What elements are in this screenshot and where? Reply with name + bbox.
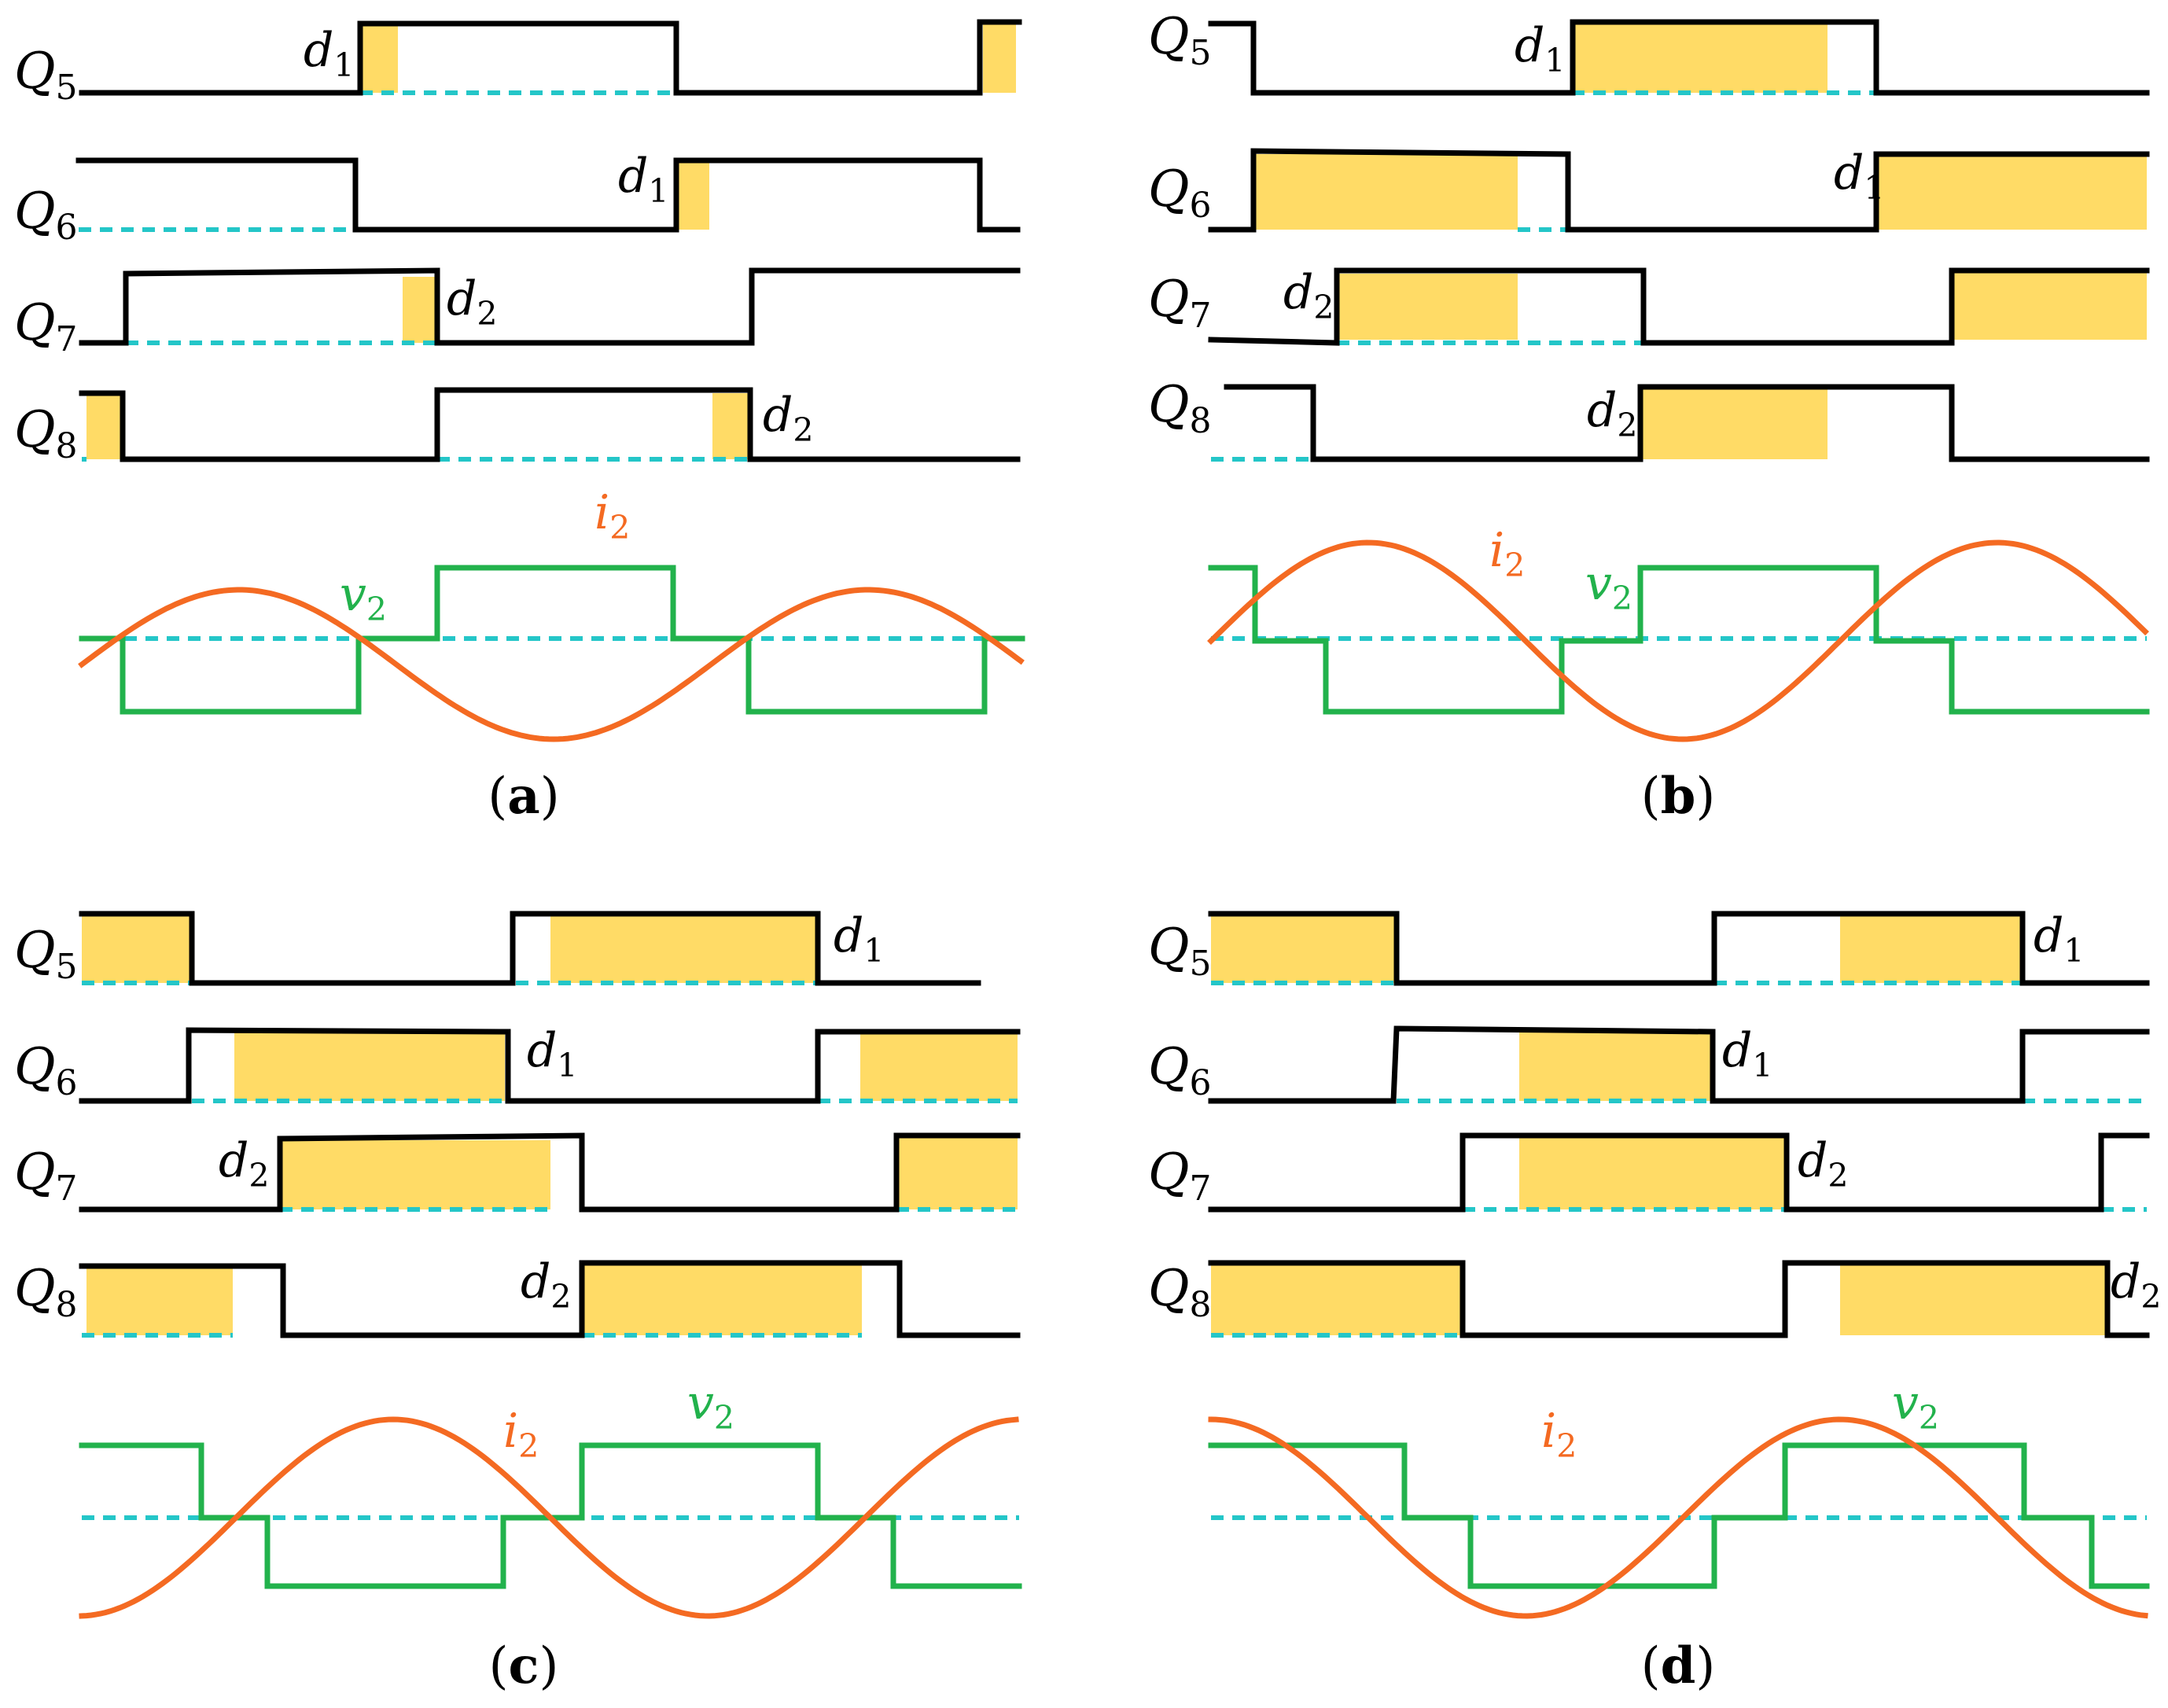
current-c-i2 [79, 1416, 1019, 1619]
gate-b-q8 [1224, 384, 2150, 462]
shade-c-q7-2 [896, 1136, 1018, 1209]
waveform-layer [75, 19, 2150, 1619]
overlap-shading-layer [82, 24, 2147, 1335]
label-v2-c: v2 [687, 1375, 734, 1437]
gate-c-q6 [79, 1027, 1021, 1104]
label-v2-d: v2 [1892, 1375, 1939, 1437]
voltage-c-v2 [79, 1442, 1022, 1589]
label-i2-d: i2 [1541, 1404, 1577, 1465]
label-d2-b-q8: d2 [1587, 383, 1638, 444]
gate-d-q5 [1208, 911, 2150, 986]
gate-b-q6 [1208, 148, 2150, 233]
gate-c-q7 [79, 1132, 1021, 1213]
label-d1-b-q5: d1 [1515, 18, 1566, 79]
panel-caption-d: (d) [1641, 1636, 1716, 1695]
label-d1-c-q5: d1 [834, 908, 885, 970]
label-d2-a-q7: d2 [447, 271, 498, 333]
label-d1-d-q6: d1 [1722, 1023, 1773, 1084]
label-q6: Q6 [1148, 160, 1211, 226]
shade-c-q5-1 [82, 914, 192, 983]
label-q8: Q8 [1148, 1260, 1211, 1325]
label-d2-c-q8: d2 [521, 1254, 572, 1316]
shade-b-q7-1 [1337, 274, 1518, 340]
gate-b-q5 [1208, 19, 2150, 96]
label-q5: Q5 [14, 922, 77, 987]
label-q5: Q5 [1148, 918, 1211, 984]
panel-caption-a: (a) [488, 767, 559, 826]
label-d2-d-q8: d2 [2111, 1254, 2162, 1316]
label-q8: Q8 [14, 401, 77, 466]
current-b-i2 [1207, 539, 2149, 742]
shade-b-q8 [1640, 387, 1828, 459]
shade-a-q7 [403, 277, 436, 343]
panel-caption-b: (b) [1641, 767, 1716, 826]
label-q8: Q8 [1148, 376, 1211, 441]
voltage-b-v2 [1208, 565, 2150, 715]
shade-c-q8-2 [582, 1263, 862, 1335]
zero-reference-layer [79, 90, 2147, 1520]
label-i2-c: i2 [503, 1404, 539, 1465]
label-q6: Q6 [14, 182, 77, 248]
shade-a-q5-2 [983, 24, 1016, 93]
shade-c-q6-1 [234, 1032, 505, 1101]
shade-a-q8-2 [712, 393, 749, 459]
label-q7: Q7 [14, 1143, 77, 1209]
label-q8: Q8 [14, 1260, 77, 1325]
voltage-d-v2 [1208, 1442, 2150, 1589]
label-q7: Q7 [1148, 271, 1211, 336]
label-d1-a-q5: d1 [304, 23, 355, 84]
label-d1-d-q5: d1 [2034, 908, 2085, 970]
shade-a-q6 [676, 160, 709, 230]
shade-d-q8-1 [1211, 1263, 1463, 1335]
shade-b-q6-2 [1876, 154, 2147, 230]
shade-c-q5-2 [550, 914, 818, 983]
gate-d-q8 [1208, 1260, 2150, 1338]
label-q5: Q5 [1148, 8, 1211, 73]
voltage-a-v2 [79, 565, 1025, 715]
label-q6: Q6 [14, 1038, 77, 1103]
current-d-i2 [1208, 1416, 2148, 1619]
label-v2-a: v2 [340, 567, 387, 628]
shade-d-q5-1 [1211, 914, 1397, 983]
label-q7: Q7 [1148, 1143, 1211, 1209]
current-a-i2 [78, 587, 1025, 742]
shade-d-q8-2 [1840, 1263, 2107, 1335]
shade-a-q8-1 [86, 393, 123, 459]
shade-d-q6 [1519, 1032, 1713, 1101]
label-d2-d-q7: d2 [1798, 1133, 1849, 1194]
label-d1-a-q6: d1 [618, 149, 669, 210]
gate-c-q8 [79, 1260, 1021, 1338]
shade-b-q5 [1573, 24, 1828, 93]
panel-caption-c: (c) [489, 1636, 559, 1695]
label-q7: Q7 [14, 294, 77, 359]
gate-b-q7 [1208, 267, 2150, 346]
label-d2-a-q8: d2 [763, 388, 814, 449]
label-v2-b: v2 [1585, 556, 1632, 617]
gate-c-q5 [79, 911, 981, 986]
shade-b-q7-2 [1952, 271, 2147, 340]
gate-a-q8 [79, 387, 1021, 462]
shade-d-q5-2 [1840, 914, 2023, 983]
label-d2-c-q7: d2 [219, 1133, 270, 1194]
label-i2-a: i2 [594, 485, 630, 547]
gate-a-q7 [79, 267, 1021, 346]
label-q6: Q6 [1148, 1038, 1211, 1103]
label-d1-b-q6: d1 [1834, 145, 1885, 207]
label-i2-b: i2 [1489, 523, 1525, 584]
gate-d-q7 [1208, 1132, 2150, 1213]
gate-d-q6 [1208, 1025, 2150, 1104]
label-d1-c-q6: d1 [527, 1023, 578, 1084]
shade-c-q6-2 [860, 1032, 1018, 1101]
shade-b-q6-1 [1253, 154, 1518, 230]
shade-c-q7-1 [280, 1140, 550, 1209]
shade-a-q5-1 [360, 24, 398, 93]
shade-c-q8-1 [86, 1266, 233, 1335]
label-layer: Q5Q6Q7Q8d1d1d2d2i2v2(a)Q5Q6Q7Q8d1d1d2d2i… [14, 8, 2162, 1695]
shade-d-q7 [1519, 1136, 1787, 1209]
gate-a-q5 [79, 19, 1022, 96]
gate-a-q6 [75, 157, 1021, 233]
label-d2-b-q7: d2 [1283, 265, 1334, 326]
label-q5: Q5 [14, 42, 77, 108]
